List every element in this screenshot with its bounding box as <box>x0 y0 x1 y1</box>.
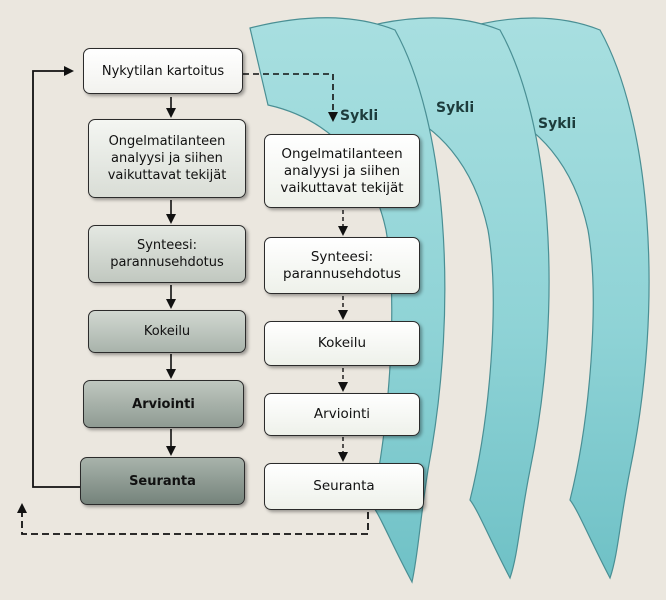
column1-step-problem-analysis: Ongelmatilanteen analyysi ja siihen vaik… <box>88 119 246 198</box>
column1-step3-label: Synteesi: parannusehdotus <box>110 238 224 270</box>
column2-step2-label: Ongelmatilanteen analyysi ja siihen vaik… <box>280 145 404 196</box>
column1-step-current-state-mapping: Nykytilan kartoitus <box>83 48 243 94</box>
column1-step-evaluation: Arviointi <box>83 380 244 428</box>
cycle-shape-3 <box>457 17 650 580</box>
cycle-label-2: Sykli <box>436 100 475 116</box>
column2-step4-label: Kokeilu <box>317 335 367 351</box>
column2-step-synthesis: Synteesi: parannusehdotus <box>264 237 420 294</box>
column1-step6-label: Seuranta <box>129 473 196 489</box>
column1-step4-label: Kokeilu <box>143 324 191 339</box>
column1-step2-label: Ongelmatilanteen analyysi ja siihen vaik… <box>107 134 227 183</box>
column1-step1-label: Nykytilan kartoitus <box>101 63 225 79</box>
column2-step-problem-analysis: Ongelmatilanteen analyysi ja siihen vaik… <box>264 134 420 208</box>
column2-step6-label: Seuranta <box>313 478 375 494</box>
column2-step-evaluation: Arviointi <box>264 393 420 436</box>
column1-step-synthesis: Synteesi: parannusehdotus <box>88 225 246 283</box>
column1-step-follow-up: Seuranta <box>80 457 245 505</box>
column2-step-experiment: Kokeilu <box>264 321 420 366</box>
connector-to-cycle <box>243 73 338 122</box>
column1-step-experiment: Kokeilu <box>88 310 246 353</box>
feedback-loop-dashed <box>17 503 369 535</box>
feedback-loop-solid <box>32 66 80 488</box>
cycle-label-1: Sykli <box>340 108 379 124</box>
column2-step3-label: Synteesi: parannusehdotus <box>283 248 401 282</box>
column2-step-follow-up: Seuranta <box>264 463 424 510</box>
column1-step5-label: Arviointi <box>132 396 195 412</box>
cycle-label-3: Sykli <box>538 116 577 132</box>
column2-step5-label: Arviointi <box>313 406 371 422</box>
cycle-shape-2 <box>352 17 550 580</box>
